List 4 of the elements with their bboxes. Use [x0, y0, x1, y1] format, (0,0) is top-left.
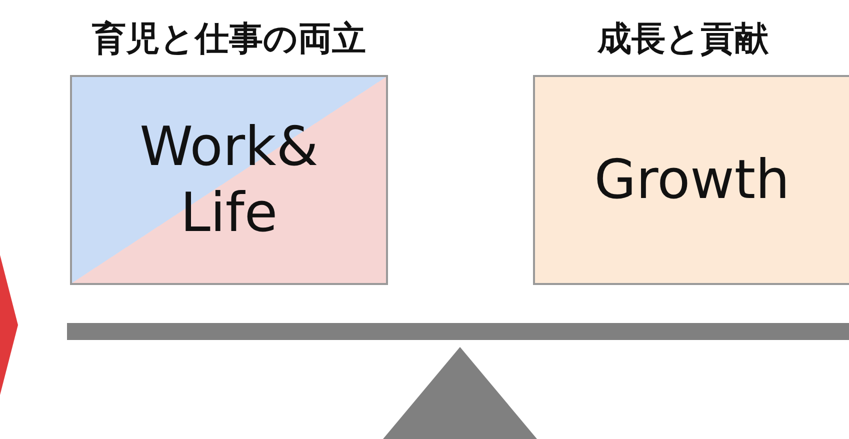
heading: 成長と貢献	[596, 18, 770, 61]
panel-label: Work& Life	[138, 114, 320, 246]
heading: 育児と仕事の両立	[91, 18, 367, 61]
panel-label: Growth	[594, 147, 790, 213]
